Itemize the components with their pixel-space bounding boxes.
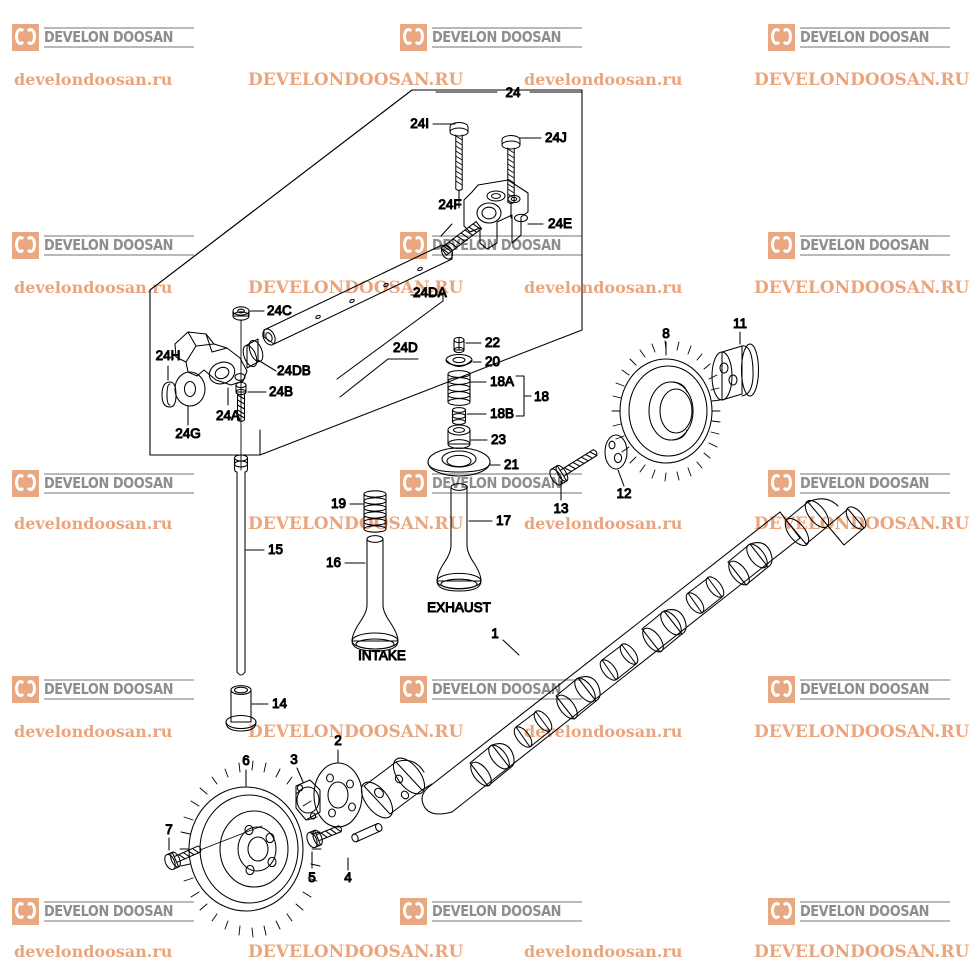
callout-21: 21 <box>504 457 519 472</box>
callout-24j: 24J <box>545 130 567 145</box>
label-exhaust: EXHAUST <box>427 600 491 615</box>
callout-17: 17 <box>496 513 511 528</box>
valve-exhaust-17 <box>436 483 482 592</box>
callout-18a: 18A <box>490 374 514 389</box>
callout-24g: 24G <box>175 426 201 441</box>
spring-24f <box>440 220 483 256</box>
callout-8: 8 <box>662 326 670 341</box>
callout-18: 18 <box>534 389 549 404</box>
spring-18b <box>451 407 467 425</box>
callout-22: 22 <box>485 335 500 350</box>
leader-24db <box>257 359 277 372</box>
callout-23: 23 <box>491 432 506 447</box>
leader-1 <box>502 639 520 656</box>
bracket-18 <box>515 375 525 417</box>
callout-12: 12 <box>616 486 631 501</box>
rotator-21 <box>427 447 491 477</box>
bushing-24db <box>242 338 264 369</box>
cam-gear-8 <box>611 340 721 482</box>
screw-24b <box>235 381 247 423</box>
callout-13: 13 <box>553 501 568 516</box>
bracket-24e <box>463 179 529 250</box>
callout-18b: 18B <box>490 406 514 421</box>
spring-19 <box>363 490 387 533</box>
callout-24d: 24D <box>393 340 418 355</box>
snap-ring-24h <box>161 381 177 408</box>
nut-24c <box>232 306 250 471</box>
label-intake: INTAKE <box>358 648 406 663</box>
push-rod-15 <box>233 454 249 676</box>
shaft-24d <box>262 244 454 346</box>
leader-12 <box>617 469 625 487</box>
camshaft-front-hub <box>360 757 433 819</box>
callout-24a: 24A <box>216 408 240 423</box>
camshaft-1 <box>421 498 867 815</box>
callout-7: 7 <box>165 822 173 837</box>
washer-12 <box>604 434 628 470</box>
callout-3: 3 <box>290 752 298 767</box>
callout-24c: 24C <box>267 303 292 318</box>
callout-1: 1 <box>491 626 499 641</box>
leader-24d <box>339 358 389 398</box>
valve-intake-16 <box>351 535 399 652</box>
callout-15: 15 <box>268 542 283 557</box>
callout-24: 24 <box>505 85 521 100</box>
callout-24db: 24DB <box>277 363 311 378</box>
bolt-24i <box>449 121 469 209</box>
callout-24b: 24B <box>269 384 293 399</box>
callout-2: 2 <box>334 733 342 748</box>
gasket-3 <box>295 779 321 821</box>
tappet-14 <box>225 685 257 732</box>
pulley-11 <box>711 343 760 401</box>
rocker-arm-24a <box>174 331 248 386</box>
spring-18a <box>447 370 471 406</box>
callout-14: 14 <box>272 696 288 711</box>
leader-24da <box>336 292 444 380</box>
bolt-13 <box>549 449 598 486</box>
washer-24g <box>174 371 206 407</box>
callout-24da: 24DA <box>413 285 447 300</box>
retainer-20 <box>445 353 473 368</box>
bolt-7 <box>164 825 263 871</box>
callout-5: 5 <box>308 870 316 885</box>
callout-4: 4 <box>344 870 352 885</box>
callout-6: 6 <box>242 753 250 768</box>
assembly-24-outline <box>149 89 583 456</box>
callout-16: 16 <box>326 555 341 570</box>
thrust-plate-2 <box>313 762 363 828</box>
bolt-24j <box>501 134 521 219</box>
callout-20: 20 <box>485 354 500 369</box>
leader-3 <box>296 767 304 783</box>
bolt-5 <box>306 825 342 849</box>
callout-19: 19 <box>331 496 346 511</box>
callout-11: 11 <box>733 316 747 331</box>
leader-24f <box>440 223 453 237</box>
timing-gear-6 <box>179 760 322 938</box>
callout-24e: 24E <box>548 216 572 231</box>
cotter-22 <box>453 336 465 354</box>
seal-23 <box>447 424 471 449</box>
callout-24i: 24I <box>410 116 429 131</box>
dowel-pin-4 <box>351 823 383 843</box>
callout-24f: 24F <box>438 197 461 212</box>
callout-24h: 24H <box>156 348 181 363</box>
